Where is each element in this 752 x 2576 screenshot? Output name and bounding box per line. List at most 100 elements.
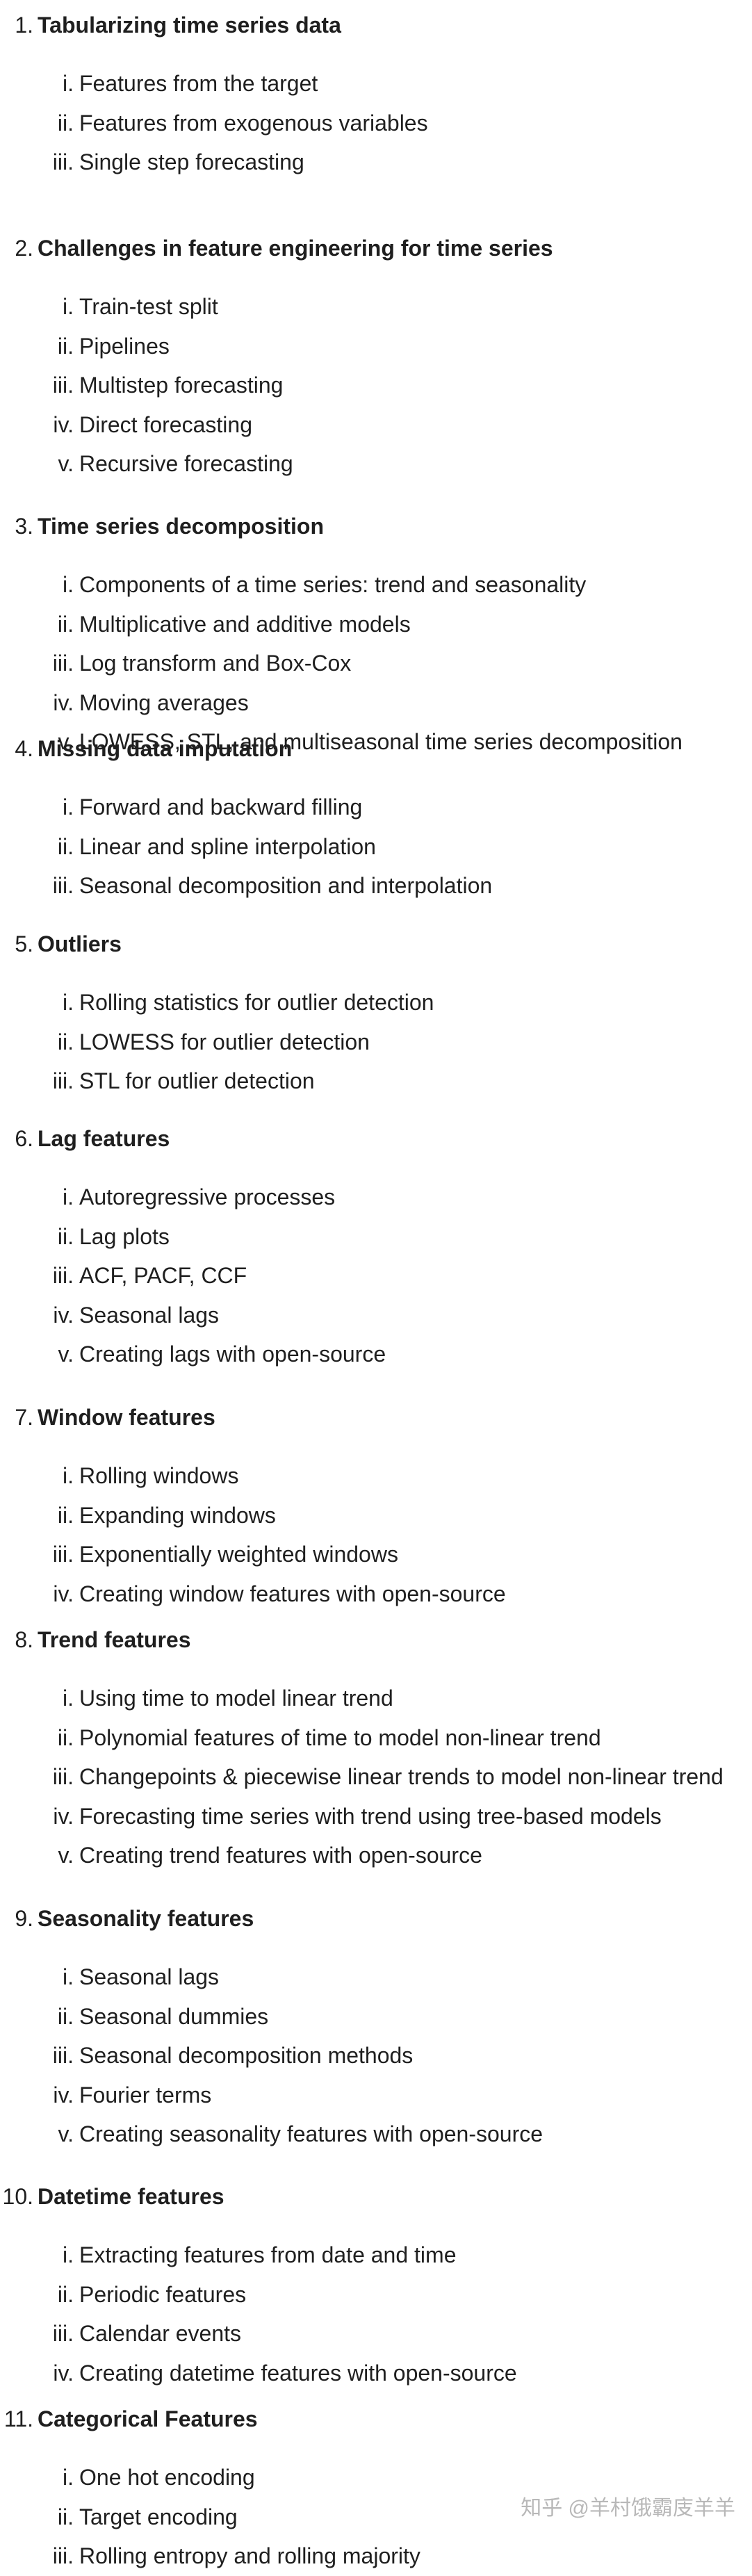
- list-item: i.Using time to model linear trend: [0, 1679, 724, 1718]
- item-number: i.: [63, 1184, 74, 1209]
- item-number: v.: [58, 1342, 74, 1367]
- list-item: ii. Multiplicative and additive models: [0, 605, 682, 644]
- section-heading: 3.Time series decomposition: [0, 510, 324, 543]
- item-text: Exponentially weighted windows: [79, 1542, 398, 1567]
- item-text: Multistep forecasting: [79, 373, 284, 398]
- subitem-list: i.Extracting features from date and time…: [0, 2235, 517, 2392]
- item-number: iii.: [52, 373, 74, 398]
- section-number: 5.: [15, 931, 33, 956]
- list-item: v.Creating seasonality features with ope…: [0, 2114, 543, 2154]
- item-text: Seasonal decomposition and interpolation: [79, 873, 493, 898]
- section-number: 3.: [15, 514, 33, 539]
- section-heading: 6.Lag features: [0, 1122, 170, 1155]
- item-number: ii.: [57, 1725, 74, 1750]
- item-number: iii.: [52, 2043, 74, 2068]
- item-text: Using time to model linear trend: [79, 1686, 393, 1711]
- subitem-list: i.Components of a time series: trend and…: [0, 565, 682, 762]
- item-number: i.: [63, 294, 74, 319]
- item-text: Periodic features: [79, 2281, 247, 2307]
- item-text: Components of a time series: trend and s…: [79, 572, 587, 597]
- list-item: iii.Exponentially weighted windows: [0, 1535, 506, 1574]
- item-number: ii.: [57, 1029, 74, 1054]
- section-number: 10.: [2, 2184, 33, 2209]
- list-item: iii.Seasonal decomposition methods: [0, 2036, 543, 2076]
- item-text: Rolling statistics for outlier detection: [79, 990, 434, 1015]
- list-item: ii.Polynomial features of time to model …: [0, 1718, 724, 1758]
- item-text: Multiplicative and additive models: [79, 611, 411, 637]
- list-item: i.One hot encoding: [0, 2458, 420, 2497]
- item-text: ACF, PACF, CCF: [79, 1263, 247, 1288]
- list-item: ii.Features from exogenous variables: [0, 104, 428, 143]
- list-item: iv.Direct forecasting: [0, 405, 293, 445]
- item-number: iii.: [52, 1263, 74, 1288]
- list-item: ii. LOWESS for outlier detection: [0, 1022, 434, 1062]
- section-title: Challenges in feature engineering for ti…: [38, 236, 553, 261]
- section-number: 8.: [15, 1627, 33, 1652]
- list-item: iii.Seasonal decomposition and interpola…: [0, 866, 492, 906]
- list-item: ii.Linear and spline interpolation: [0, 827, 492, 867]
- item-number: v.: [58, 2121, 74, 2146]
- item-text: Rolling entropy and rolling majority: [79, 2543, 420, 2568]
- item-number: i.: [63, 2242, 74, 2267]
- section-title: Window features: [38, 1405, 215, 1430]
- item-text: Forward and backward filling: [79, 794, 363, 820]
- list-item: v.LOWESS, STL, and multiseasonal time se…: [0, 722, 682, 762]
- item-text: Log transform and Box-Cox: [79, 651, 352, 676]
- section-heading: 11.Categorical Features: [0, 2402, 258, 2436]
- item-number: iv.: [53, 2360, 74, 2386]
- section-title: Trend features: [38, 1627, 191, 1652]
- item-text: Creating window features with open-sourc…: [79, 1581, 506, 1606]
- item-number: iii.: [52, 1764, 74, 1789]
- item-number: v.: [58, 729, 74, 754]
- item-number: ii.: [57, 1502, 74, 1528]
- section-title: Categorical Features: [38, 2406, 258, 2431]
- list-item: iv.Seasonal lags: [0, 1296, 386, 1335]
- item-text: LOWESS for outlier detection: [79, 1029, 370, 1054]
- item-number: i.: [63, 1686, 74, 1711]
- list-item: i.Components of a time series: trend and…: [0, 565, 682, 605]
- list-item: ii.Expanding windows: [0, 1496, 506, 1535]
- section-heading: 4.Missing data imputation: [0, 732, 292, 765]
- item-number: i.: [63, 990, 74, 1015]
- list-item: ii.Lag plots: [0, 1217, 386, 1257]
- subitem-list: i.Rolling statistics for outlier detecti…: [0, 983, 434, 1101]
- watermark-text: 知乎 @羊村饿霸庋羊羊: [521, 2497, 735, 2520]
- list-item: iii.Log transform and Box-Cox: [0, 644, 682, 683]
- section-number: 2.: [15, 236, 33, 261]
- section-title: Datetime features: [38, 2184, 224, 2209]
- item-number: iv.: [53, 690, 74, 715]
- section-number: 6.: [15, 1126, 33, 1151]
- list-item: iv.Moving averages: [0, 683, 682, 723]
- item-text: Lag plots: [79, 1223, 170, 1249]
- item-text: Creating lags with open-source: [79, 1342, 386, 1367]
- section-heading: 1.Tabularizing time series data: [0, 8, 341, 42]
- item-text: Changepoints & piecewise linear trends t…: [79, 1764, 724, 1789]
- section-title: Time series decomposition: [38, 514, 324, 539]
- item-number: iii.: [52, 2321, 74, 2346]
- section-heading: 10.Datetime features: [0, 2180, 224, 2213]
- list-item: i.Seasonal lags: [0, 1957, 543, 1997]
- list-item: iv.Forecasting time series with trend us…: [0, 1797, 724, 1836]
- item-number: iv.: [53, 2082, 74, 2108]
- section-heading: 8.Trend features: [0, 1623, 191, 1656]
- list-item: iii.Changepoints & piecewise linear tren…: [0, 1757, 724, 1797]
- list-item: i.Forward and backward filling: [0, 788, 492, 827]
- item-text: Linear and spline interpolation: [79, 833, 376, 859]
- list-item: iv.Fourier terms: [0, 2076, 543, 2115]
- item-number: ii.: [57, 611, 74, 637]
- list-item: v.Creating trend features with open-sour…: [0, 1836, 724, 1875]
- list-item: iii.Calendar events: [0, 2314, 517, 2354]
- item-number: i.: [63, 1463, 74, 1488]
- list-item: v.Creating lags with open-source: [0, 1335, 386, 1374]
- list-item: ii.Periodic features: [0, 2275, 517, 2315]
- item-number: i.: [63, 794, 74, 820]
- item-number: i.: [63, 2465, 74, 2490]
- item-text: One hot encoding: [79, 2465, 255, 2490]
- list-item: ii.Seasonal dummies: [0, 1997, 543, 2037]
- item-text: Creating trend features with open-source: [79, 1843, 482, 1868]
- list-item: v.Recursive forecasting: [0, 444, 293, 484]
